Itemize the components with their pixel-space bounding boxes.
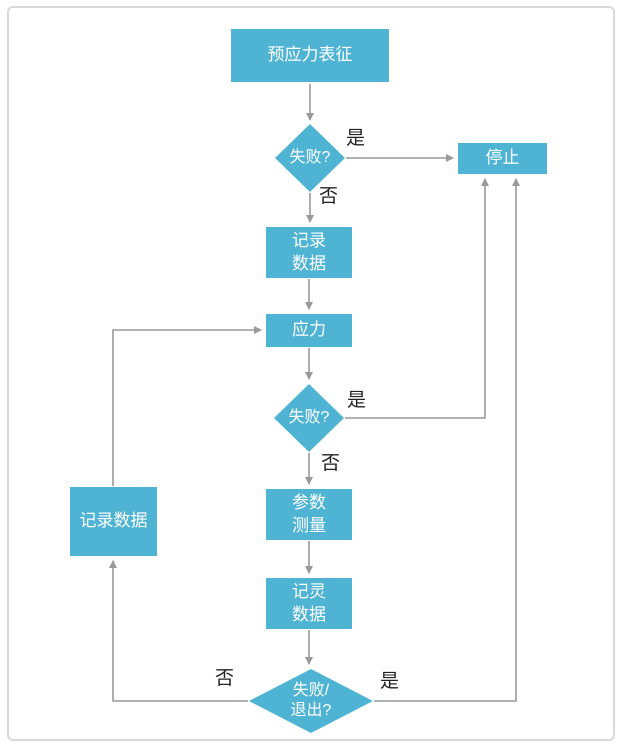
node-param-measure-label: 参数 测量 (292, 493, 326, 535)
node-start-label: 预应力表征 (267, 45, 353, 65)
node-stress: 应力 (266, 314, 352, 347)
node-stop-label: 停止 (485, 148, 520, 168)
node-record-data-left-label: 记录数据 (79, 511, 148, 531)
branch-label-d3-no: 否 (215, 668, 235, 689)
edge-decision3-no-to-recordleft (109, 560, 248, 702)
branch-label-d1-no: 否 (319, 186, 339, 207)
edge-recordleft-to-stress (112, 326, 262, 486)
node-record-data-left: 记录数据 (70, 487, 157, 556)
node-record-data-mid: 记灵 数据 (266, 578, 352, 629)
node-stress-label: 应力 (292, 320, 326, 340)
decision3-diamond (249, 669, 373, 733)
edge-decision2-yes-to-stop (345, 178, 489, 419)
edge-decision3-yes-to-stop (374, 178, 520, 702)
branch-label-d1-yes: 是 (346, 128, 366, 149)
node-param-measure: 参数 测量 (266, 489, 352, 540)
node-record-data-mid-label: 记灵 数据 (292, 582, 326, 624)
node-stop: 停止 (458, 143, 547, 174)
decision2-diamond (274, 384, 344, 452)
node-start: 预应力表征 (231, 29, 389, 82)
decision1-diamond (275, 124, 345, 192)
branch-label-d2-no: 否 (321, 453, 341, 474)
branch-label-d2-yes: 是 (347, 390, 367, 411)
node-record-data-top-label: 记录 数据 (292, 231, 326, 273)
branch-label-d3-yes: 是 (380, 671, 400, 692)
node-record-data-top: 记录 数据 (266, 227, 352, 278)
